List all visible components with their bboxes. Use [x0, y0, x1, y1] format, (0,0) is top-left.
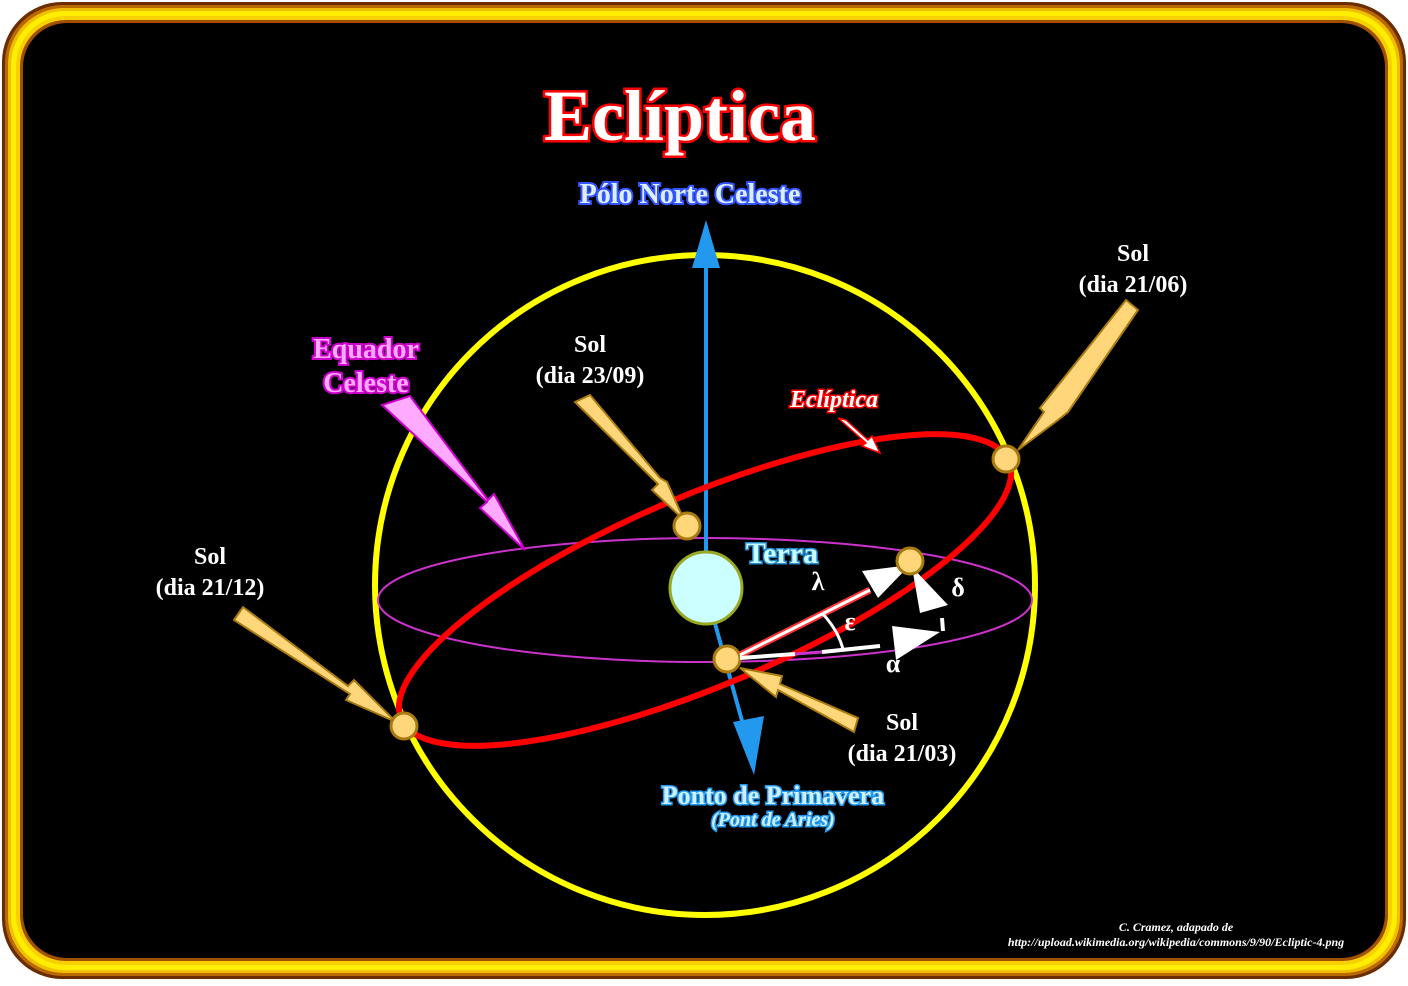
sun-march-pointer-icon [739, 667, 860, 734]
credit-line2: http://upload.wikimedia.org/wikipedia/co… [1008, 935, 1344, 949]
alpha-symbol: α [886, 649, 901, 678]
sun-march [712, 644, 742, 674]
sun-june-pointer-icon [1017, 298, 1140, 451]
credit-line1: C. Cramez, adapado de [1119, 920, 1234, 934]
alpha-arrowhead-icon [892, 626, 940, 660]
equator-label-line1: Equador [313, 334, 419, 365]
sun-sept-name: Sol [574, 332, 606, 358]
lambda-arrowhead-icon [862, 565, 910, 598]
vernal-point-label: Ponto de Primavera [662, 781, 884, 810]
vernal-point-sublabel: (Pont de Aries) [711, 809, 835, 831]
title: Eclíptica [544, 76, 816, 156]
sun-sept-pointer-icon [573, 393, 685, 521]
earth [668, 550, 744, 626]
north-pole-arrow-icon [692, 220, 720, 268]
sun-sept [672, 511, 702, 541]
earth-label: Terra [746, 537, 818, 570]
delta-symbol: δ [951, 573, 965, 602]
ecliptic-label: Eclíptica [789, 387, 878, 413]
equator-pointer-arrow-icon [380, 394, 526, 551]
sun-ecliptic-position [895, 546, 925, 576]
sun-june-date: (dia 21/06) [1079, 272, 1188, 298]
lambda-symbol: λ [812, 567, 825, 596]
sun-dec-pointer-icon [232, 605, 397, 723]
sun-dec-name: Sol [194, 544, 226, 570]
sun-june [991, 444, 1021, 474]
ecliptic-pointer-arrow-icon [837, 417, 882, 455]
vernal-point-arrow-icon [733, 716, 764, 775]
coordinate-vectors [738, 565, 948, 660]
polar-axis [692, 220, 764, 775]
equator-label-line2: Celeste [323, 368, 409, 399]
delta-arrowhead-icon [912, 567, 948, 613]
north-pole-label: Pólo Norte Celeste [580, 179, 801, 210]
sun-march-date: (dia 21/03) [848, 741, 957, 767]
sun-march-name: Sol [886, 710, 918, 736]
epsilon-symbol: ε [844, 607, 855, 636]
sun-dec-date: (dia 21/12) [156, 575, 265, 601]
sun-dec [389, 711, 419, 741]
epsilon-arc [820, 611, 845, 650]
sun-sept-date: (dia 23/09) [536, 363, 645, 389]
sun-june-name: Sol [1117, 241, 1149, 267]
